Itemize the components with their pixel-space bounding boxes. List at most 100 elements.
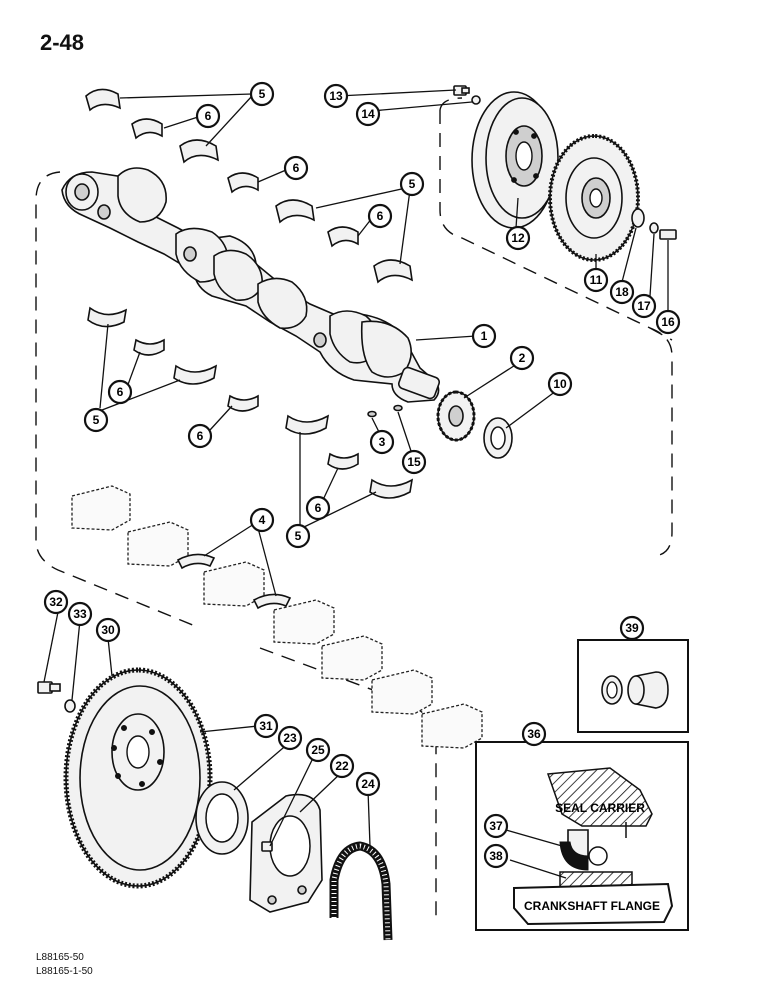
upper-bearing-shells <box>85 88 414 284</box>
callout-circle <box>187 423 213 449</box>
callout-6-6: 6 <box>305 495 331 521</box>
callout-number: 38 <box>489 849 503 863</box>
callout-circle <box>505 225 531 251</box>
callout-circle <box>401 449 427 475</box>
page-number: 2-48 <box>40 30 85 55</box>
callout-number: 31 <box>259 719 273 733</box>
callout-circle <box>509 345 535 371</box>
callout-number: 6 <box>377 209 384 223</box>
callout-15: 15 <box>401 449 427 475</box>
callout-12: 12 <box>505 225 531 251</box>
crankshaft <box>61 167 441 403</box>
callout-circle <box>107 379 133 405</box>
seal-carrier-label: SEAL CARRIER <box>555 801 645 815</box>
callout-circle <box>399 171 425 197</box>
callout-32: 32 <box>43 589 69 615</box>
callout-22: 22 <box>329 753 355 779</box>
doc-code-1: L88165-50 <box>36 952 84 963</box>
main-bearing-caps <box>71 485 483 749</box>
crankshaft-flange-label: CRANKSHAFT FLANGE <box>524 899 660 913</box>
callout-number: 24 <box>361 777 375 791</box>
callout-33: 33 <box>67 601 93 627</box>
callout-36: 36 <box>521 721 547 747</box>
callout-number: 6 <box>205 109 212 123</box>
callout-number: 22 <box>335 759 349 773</box>
callout-5-2: 5 <box>399 171 425 197</box>
callout-circle <box>619 615 645 641</box>
callout-number: 18 <box>615 285 629 299</box>
callout-number: 14 <box>361 107 375 121</box>
callout-circle <box>369 429 395 455</box>
callout-17: 17 <box>631 293 657 319</box>
callout-5-3: 5 <box>83 407 109 433</box>
callout-3: 3 <box>369 429 395 455</box>
callout-6-5: 6 <box>187 423 213 449</box>
callout-circle <box>253 713 279 739</box>
callout-37: 37 <box>483 813 509 839</box>
callout-circle <box>249 507 275 533</box>
callout-number: 33 <box>73 607 87 621</box>
keys <box>367 404 403 418</box>
callout-5-4: 5 <box>285 523 311 549</box>
callout-circle <box>367 203 393 229</box>
callout-25: 25 <box>305 737 331 763</box>
callout-circle <box>305 495 331 521</box>
callout-number: 15 <box>407 455 421 469</box>
callout-circle <box>483 843 509 869</box>
callout-number: 5 <box>93 413 100 427</box>
callout-1: 1 <box>471 323 497 349</box>
callout-number: 6 <box>117 385 124 399</box>
callout-number: 12 <box>511 231 525 245</box>
callout-circle <box>471 323 497 349</box>
callout-circle <box>305 737 331 763</box>
pulley-hardware <box>453 85 677 240</box>
callout-circle <box>521 721 547 747</box>
callout-circle <box>323 83 349 109</box>
washer-17 <box>649 222 659 234</box>
pulley <box>471 91 559 229</box>
callout-circle <box>483 813 509 839</box>
callout-number: 17 <box>637 299 651 313</box>
callout-number: 4 <box>259 513 266 527</box>
callout-30: 30 <box>95 617 121 643</box>
vibration-damper <box>548 134 640 263</box>
callout-number: 16 <box>661 315 675 329</box>
callout-number: 3 <box>379 435 386 449</box>
callout-number: 11 <box>590 273 603 287</box>
callout-24: 24 <box>355 771 381 797</box>
gasket <box>329 841 393 941</box>
seal-carrier <box>249 793 323 913</box>
doc-code-2: L88165-1-50 <box>36 966 93 977</box>
callout-number: 5 <box>295 529 302 543</box>
callout-layer: 1234555566666610111213141516171822232425… <box>43 81 681 869</box>
callout-39: 39 <box>619 615 645 641</box>
washer-18 <box>631 208 645 228</box>
callout-circle <box>355 771 381 797</box>
callout-circle <box>355 101 381 127</box>
callout-circle <box>95 617 121 643</box>
callout-number: 37 <box>489 819 503 833</box>
callout-number: 23 <box>283 731 297 745</box>
callout-circle <box>329 753 355 779</box>
bolt-16 <box>659 229 677 240</box>
callout-10: 10 <box>547 371 573 397</box>
callout-circle <box>67 601 93 627</box>
callout-number: 30 <box>101 623 115 637</box>
callout-number: 6 <box>315 501 322 515</box>
callout-circle <box>277 725 303 751</box>
flywheel <box>63 667 213 889</box>
callout-circle <box>583 267 609 293</box>
callout-circle <box>43 589 69 615</box>
callout-circle <box>655 309 681 335</box>
callout-number: 13 <box>329 89 343 103</box>
callout-circle <box>283 155 309 181</box>
callout-number: 32 <box>49 595 63 609</box>
callout-circle <box>631 293 657 319</box>
callout-number: 5 <box>259 87 266 101</box>
callout-circle <box>195 103 221 129</box>
callout-number: 10 <box>553 377 567 391</box>
callout-circle <box>249 81 275 107</box>
callout-number: 6 <box>197 429 204 443</box>
